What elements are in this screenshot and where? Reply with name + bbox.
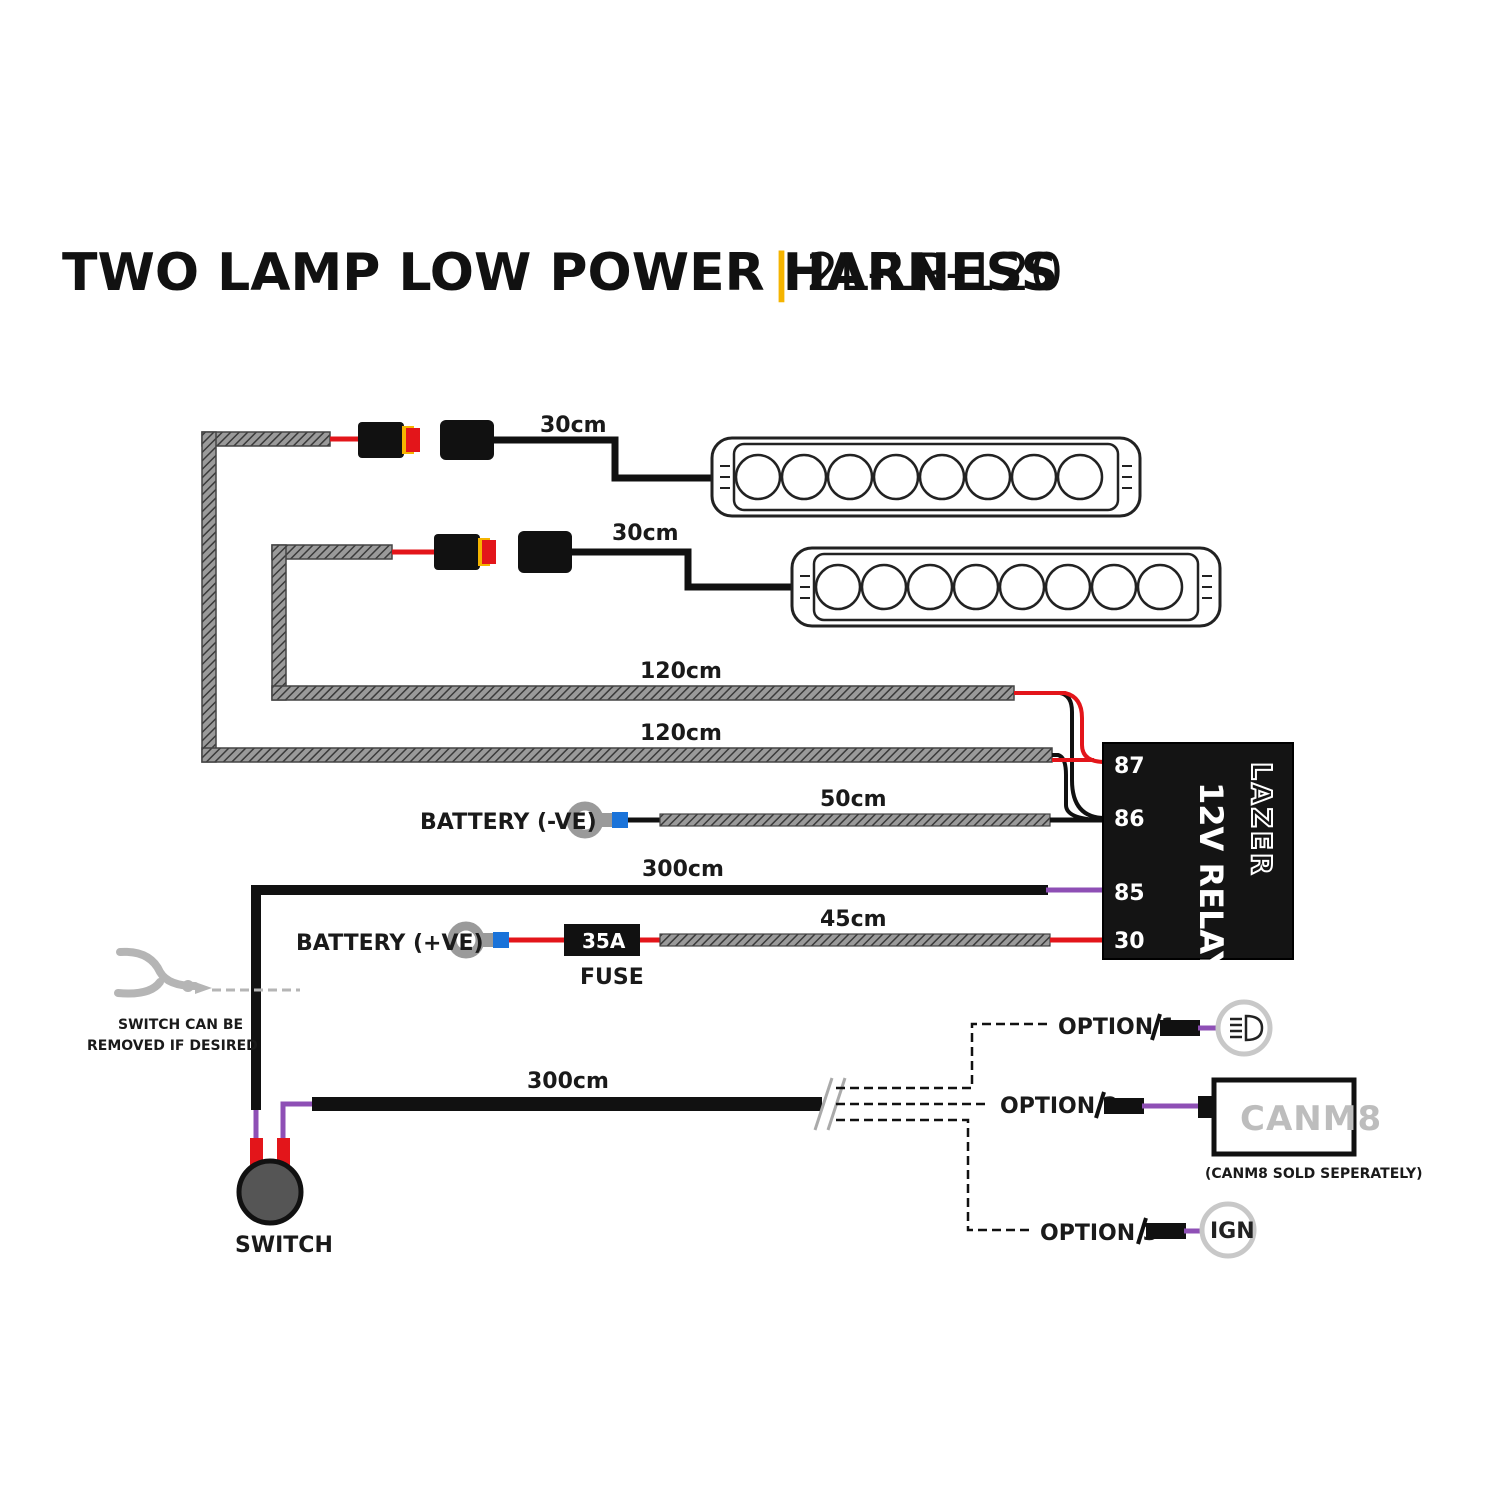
relay-feed-wires [1014, 691, 1106, 822]
lamp2-harness-length: 120cm [640, 659, 722, 684]
lamp1-connector-set [330, 420, 720, 482]
fuse-rating: 35A [582, 929, 626, 953]
lamp2-connector-set [392, 531, 800, 591]
title-separator: | [772, 243, 791, 303]
battery-neg-wire [566, 801, 1105, 839]
trigger-length: 300cm [527, 1069, 609, 1094]
battery-neg-length: 50cm [820, 787, 887, 812]
option1-plug [1150, 1013, 1218, 1041]
relay-pin-30: 30 [1114, 929, 1145, 954]
switch-feed-length: 300cm [642, 857, 724, 882]
battery-pos-wire [447, 921, 1105, 959]
relay-pin-87: 87 [1114, 754, 1145, 779]
ign-label: IGN [1210, 1219, 1255, 1244]
canm8-label: CANM8 [1240, 1099, 1382, 1139]
switch-label: SWITCH [235, 1233, 333, 1258]
relay-pin-85: 85 [1114, 881, 1145, 906]
headlight-icon [1215, 999, 1273, 1057]
switch-note-line1: SWITCH CAN BE [118, 1017, 243, 1033]
light-bar-2 [790, 546, 1222, 628]
lamp1-harness-length: 120cm [640, 721, 722, 746]
option-branches [836, 1022, 1050, 1232]
cutters-icon [114, 947, 300, 998]
ignition-icon [1199, 1201, 1257, 1259]
relay-pin-86: 86 [1114, 807, 1145, 832]
relay-label: 12V RELAY [1192, 782, 1230, 975]
lazer-logo: LAZER [1245, 762, 1278, 878]
battery-neg-label: BATTERY (-VE) [420, 810, 597, 835]
fuse-body [564, 924, 640, 956]
canm8-box [1211, 1077, 1357, 1157]
lamp2-lead-length: 30cm [612, 521, 679, 546]
battery-pos-length: 45cm [820, 907, 887, 932]
lamp1-lead-length: 30cm [540, 413, 607, 438]
battery-pos-label: BATTERY (+VE) [296, 931, 484, 956]
light-bar-1 [710, 436, 1142, 518]
switch-feed-wire [251, 885, 1105, 1110]
title-main: TWO LAMP LOW POWER HARNESS [62, 243, 1058, 303]
relay-box [1102, 742, 1294, 960]
switch-note-line2: REMOVED IF DESIRED [87, 1038, 258, 1054]
canm8-note: (CANM8 SOLD SEPERATELY) [1205, 1166, 1423, 1182]
option3-plug [1136, 1217, 1202, 1245]
fuse-label: FUSE [580, 965, 644, 990]
title-block: TWO LAMP LOW POWER HARNESS | 2L-LP-120 [62, 243, 1063, 303]
title-code: 2L-LP-120 [806, 243, 1063, 303]
switch-icon[interactable] [236, 1101, 314, 1226]
